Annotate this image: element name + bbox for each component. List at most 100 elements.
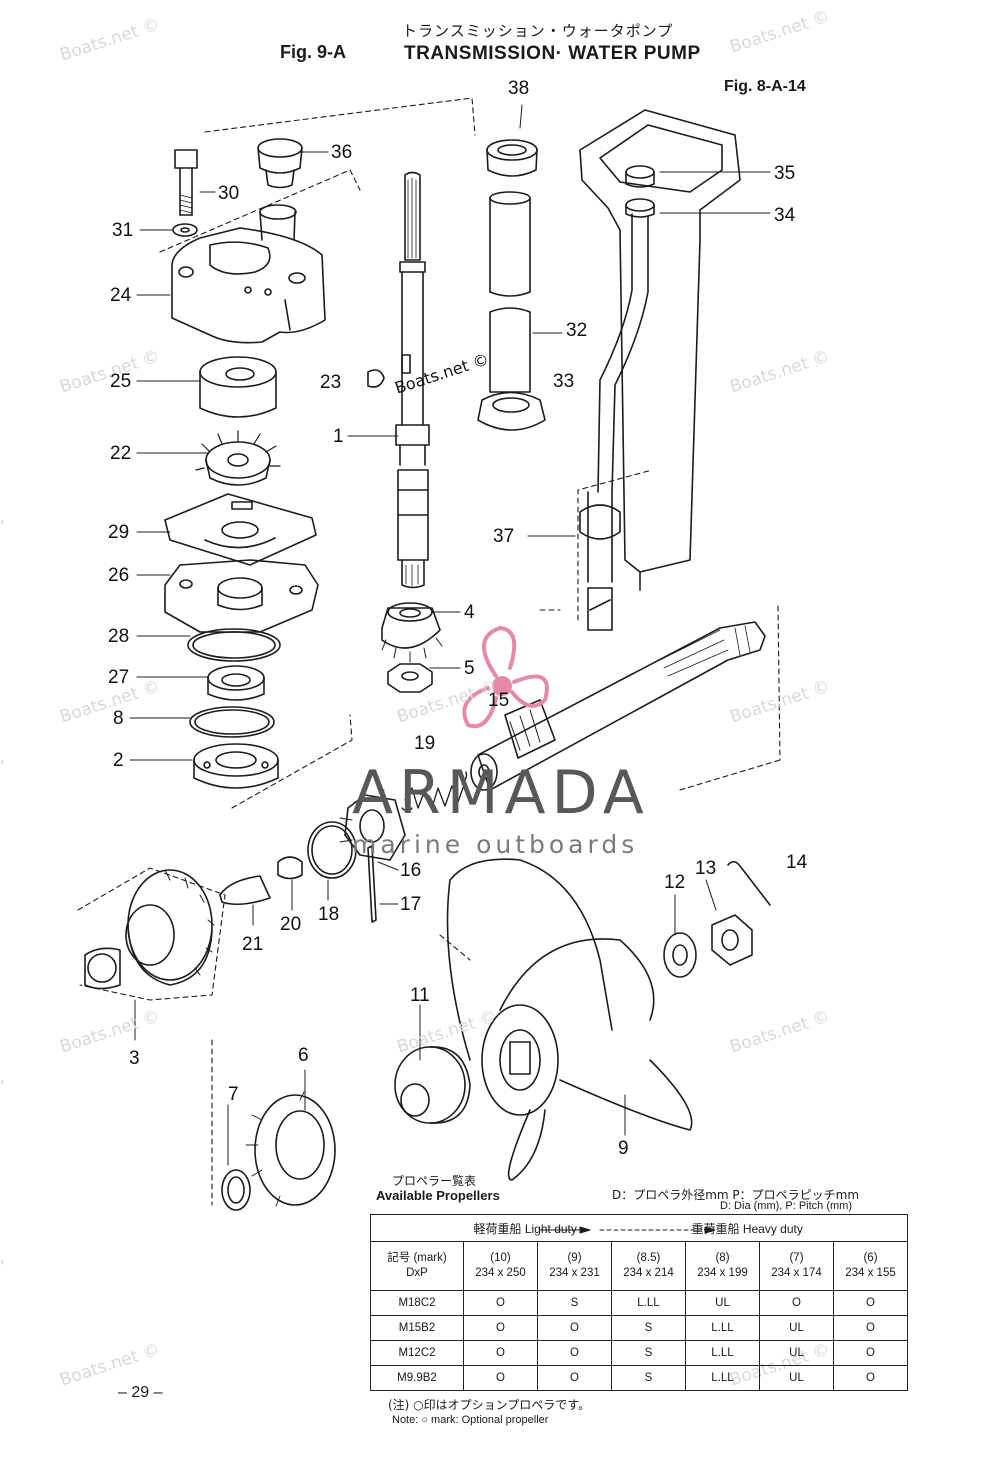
- row-mark: M9.9B2: [370, 1365, 464, 1391]
- callout-38: 38: [508, 78, 530, 99]
- table-cell: O: [463, 1340, 538, 1366]
- callout-24: 24: [110, 285, 132, 306]
- column-header-row: 記号 (mark) DxP (10)234 x 250 (9)234 x 231…: [370, 1241, 908, 1291]
- callout-14: 14: [786, 852, 808, 873]
- column-size: 234 x 199: [697, 1267, 748, 1279]
- callout-30: 30: [218, 183, 240, 204]
- page-title: TRANSMISSION· WATER PUMP: [404, 43, 701, 64]
- duty-header-row: 軽荷重船 Light duty 重荷重船 Heavy duty: [370, 1214, 908, 1242]
- impeller-22: [195, 430, 281, 486]
- callout-36: 36: [331, 142, 353, 163]
- plate-29: [164, 493, 317, 566]
- table-cell: UL: [759, 1315, 834, 1341]
- duty-corner: [370, 1214, 464, 1242]
- table-cell: UL: [685, 1290, 760, 1316]
- table-row: M18C2 O S L.LL UL O O: [370, 1290, 908, 1316]
- row-mark: M18C2: [370, 1290, 464, 1316]
- callout-17: 17: [400, 894, 422, 915]
- callout-6: 6: [298, 1045, 309, 1066]
- column-size: 234 x 155: [845, 1267, 896, 1279]
- oil-seal-27: [207, 665, 265, 701]
- column-code: (7): [789, 1252, 804, 1264]
- propeller-table: 軽荷重船 Light duty 重荷重船 Heavy duty 記号 (mark…: [370, 1214, 908, 1391]
- nut-13: [711, 914, 753, 966]
- mark-header-jp: 記号 (mark): [387, 1252, 447, 1264]
- grommet-33: [477, 391, 546, 431]
- plunger-21: [219, 875, 271, 906]
- table-cell: UL: [759, 1365, 834, 1391]
- callout-29: 29: [108, 522, 130, 543]
- callout-16: 16: [400, 860, 422, 881]
- callout-13: 13: [695, 858, 717, 879]
- figure-label: Fig. 9-A: [280, 42, 346, 62]
- column-header: (9)234 x 231: [537, 1241, 612, 1291]
- washer-12: [663, 932, 697, 978]
- callout-37: 37: [493, 526, 515, 547]
- leader-lines: [129, 104, 771, 1166]
- table-row: M9.9B2 O O S L.LL UL O: [370, 1365, 908, 1391]
- lower-casing: [579, 109, 741, 591]
- table-cell: O: [759, 1290, 834, 1316]
- callout-26: 26: [108, 565, 130, 586]
- clutch-15: [504, 699, 556, 759]
- table-cell: L.LL: [685, 1340, 760, 1366]
- column-header: (6)234 x 155: [833, 1241, 908, 1291]
- propeller-shaft: [470, 621, 766, 791]
- o-ring-28: [187, 628, 281, 662]
- armada-logo-mark: [462, 626, 549, 729]
- table-cell: O: [833, 1365, 908, 1391]
- propeller-table-title-jp: プロペラー覧表: [392, 1174, 477, 1188]
- grommet-36: [257, 138, 303, 189]
- propeller-9: [446, 858, 693, 1181]
- callout-20: 20: [280, 914, 302, 935]
- heavy-duty-label: 重荷重船 Heavy duty: [685, 1214, 908, 1242]
- callout-1: 1: [333, 426, 344, 447]
- column-code: (9): [567, 1252, 582, 1264]
- brand-name: ARMADA: [352, 758, 650, 828]
- callout-12: 12: [664, 872, 686, 893]
- reverse-gear-6: [245, 1091, 336, 1207]
- brand-tagline: marine outboards: [352, 830, 639, 859]
- callout-27: 27: [108, 667, 130, 688]
- propeller-legend-jp: D：プロペラ外径mm P：プロペラピッチmm: [612, 1188, 860, 1202]
- impeller-liner-25: [199, 356, 277, 418]
- row-mark: M15B2: [370, 1315, 464, 1341]
- callout-7: 7: [228, 1084, 239, 1105]
- callout-31: 31: [112, 220, 134, 241]
- cotter-pin-14: [727, 860, 771, 906]
- washer-7: [221, 1169, 251, 1211]
- table-cell: O: [833, 1290, 908, 1316]
- callout-35: 35: [774, 163, 796, 184]
- grommet-38: [486, 139, 538, 177]
- callout-4: 4: [464, 602, 475, 623]
- callout-18: 18: [318, 904, 340, 925]
- column-header: (8)234 x 199: [685, 1241, 760, 1291]
- page-number: – 29 –: [118, 1384, 163, 1401]
- callout-2: 2: [113, 750, 124, 771]
- callout-28: 28: [108, 626, 130, 647]
- table-cell: O: [537, 1365, 612, 1391]
- table-cell: O: [537, 1315, 612, 1341]
- ring-18: [307, 821, 357, 879]
- table-cell: S: [537, 1290, 612, 1316]
- column-code: (10): [490, 1252, 511, 1264]
- title-japanese: トランスミッション・ウォータポンプ: [402, 22, 674, 40]
- note-japanese: (注) ○印はオプションプロペラです。: [388, 1398, 591, 1412]
- washer-31: [172, 223, 198, 237]
- drive-shaft-1: [395, 171, 430, 589]
- spring-19: [401, 771, 468, 812]
- group-outline-lines: [77, 97, 781, 1206]
- callout-5: 5: [464, 658, 475, 679]
- pinion-gear-4: [381, 602, 443, 663]
- row-mark: M12C2: [370, 1340, 464, 1366]
- table-row: M15B2 O O S L.LL UL O: [370, 1315, 908, 1341]
- water-pipe-37: [579, 491, 621, 631]
- column-size: 234 x 174: [771, 1267, 822, 1279]
- callout-21: 21: [242, 934, 264, 955]
- table-cell: L.LL: [685, 1365, 760, 1391]
- callout-3: 3: [129, 1048, 140, 1069]
- table-row: M12C2 O O S L.LL UL O: [370, 1340, 908, 1366]
- mark-header: 記号 (mark) DxP: [370, 1241, 464, 1291]
